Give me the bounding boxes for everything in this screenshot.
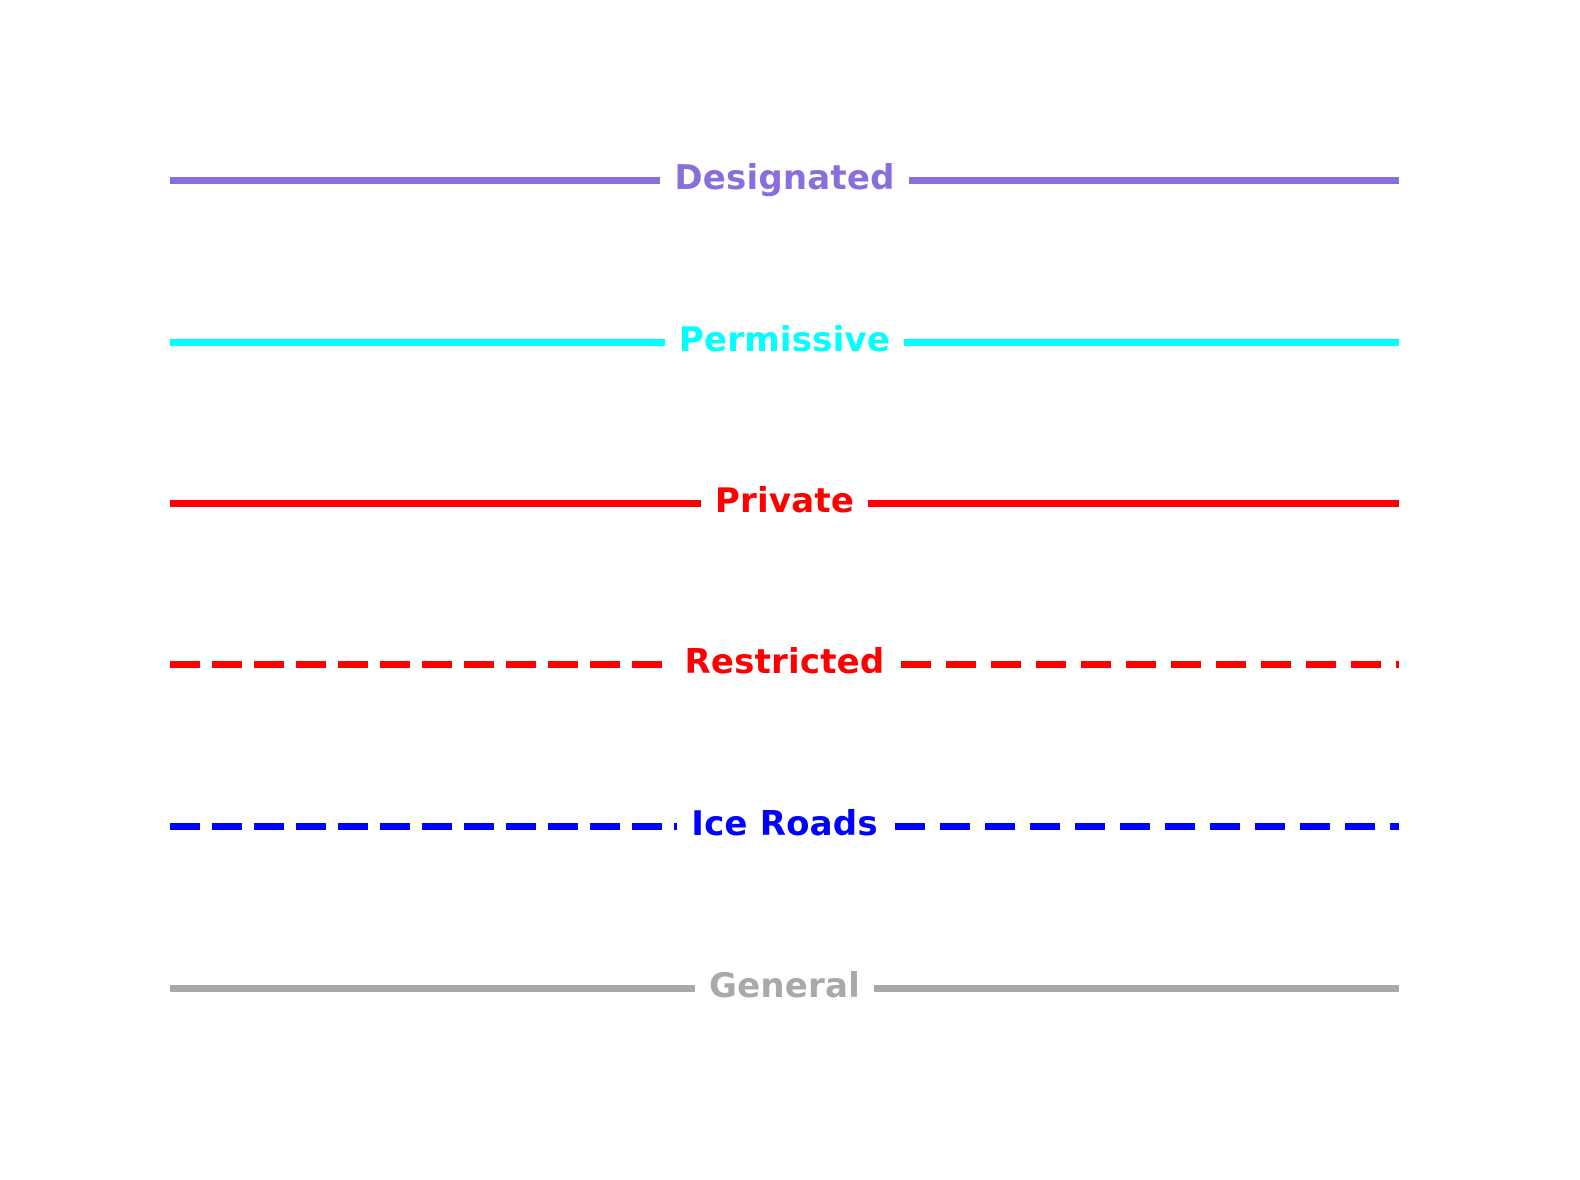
legend-entry-ice-roads: Ice Roads <box>170 796 1400 856</box>
legend-entry-general: General <box>170 958 1399 1018</box>
legend-label-ice-roads: Ice Roads <box>691 804 878 844</box>
legend-entry-restricted: Restricted <box>170 634 1399 694</box>
legend-entry-private: Private <box>170 473 1399 533</box>
legend-label-permissive: Permissive <box>678 320 891 360</box>
legend-label-general: General <box>709 966 860 1006</box>
legend-label-designated: Designated <box>674 158 895 198</box>
legend-entry-permissive: Permissive <box>170 312 1399 372</box>
legend-label-private: Private <box>714 481 855 521</box>
legend-entry-designated: Designated <box>170 150 1400 210</box>
legend-label-restricted: Restricted <box>684 642 885 682</box>
